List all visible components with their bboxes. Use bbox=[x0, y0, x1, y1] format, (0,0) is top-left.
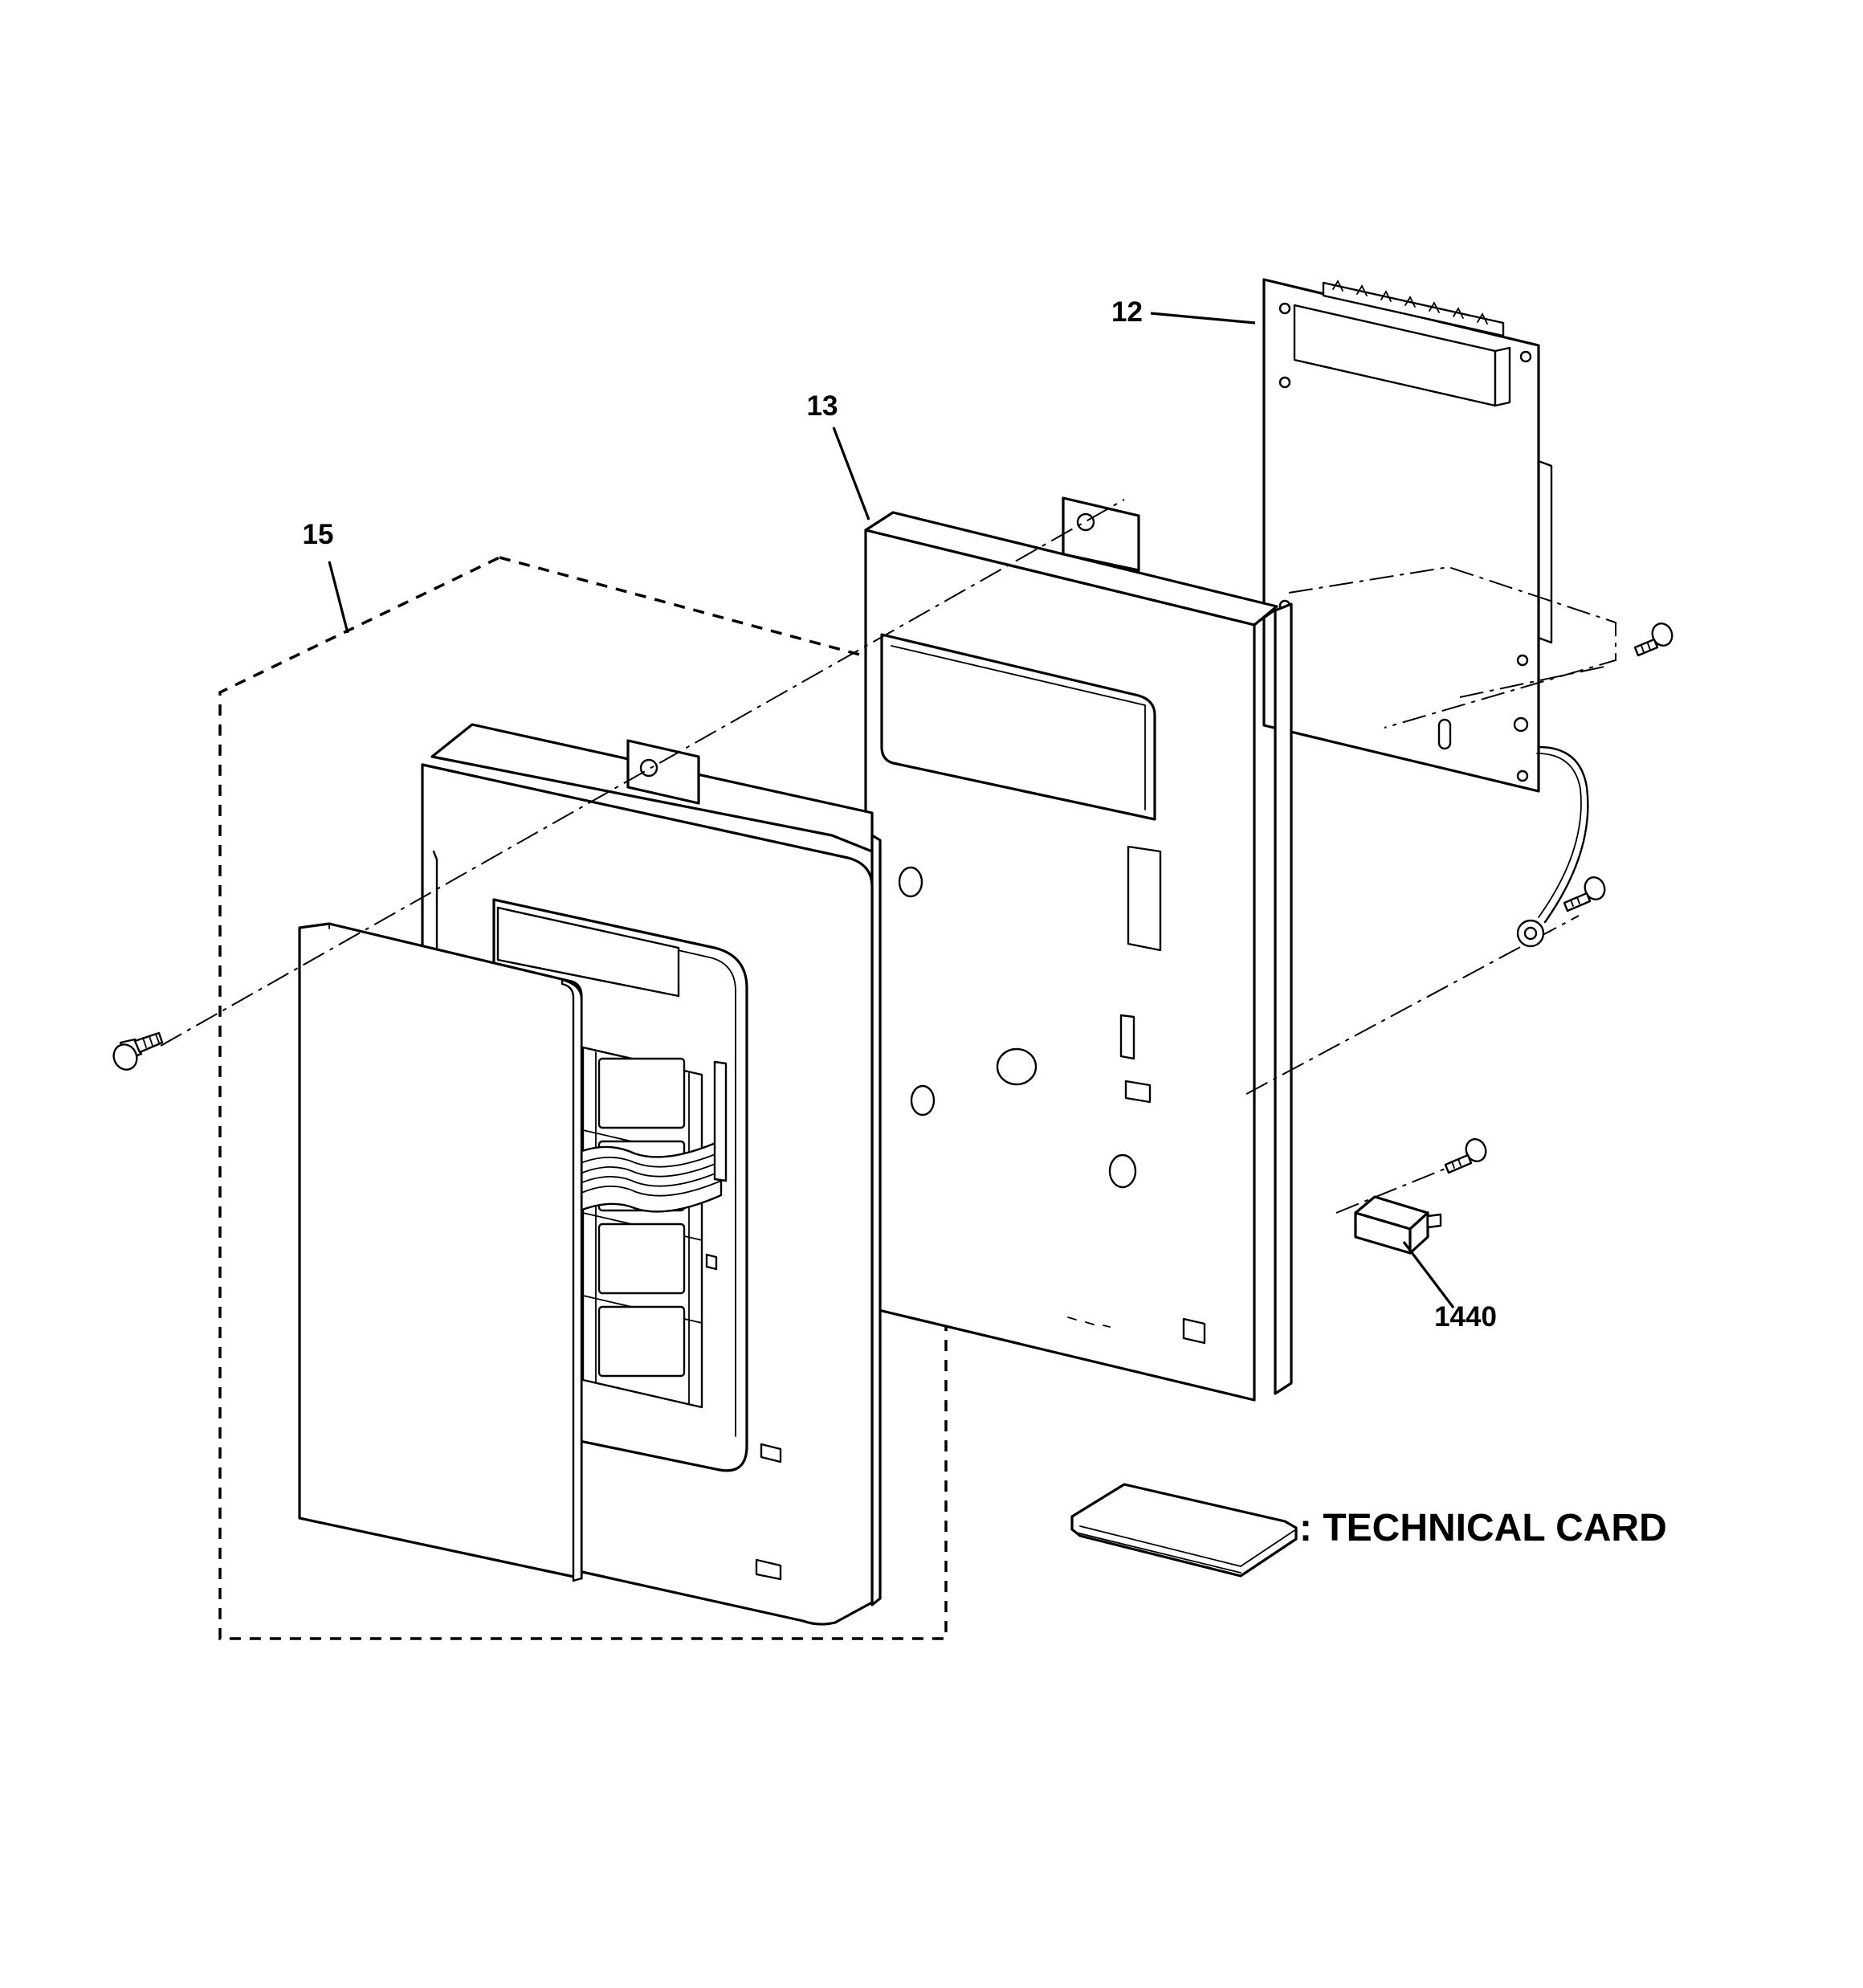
callout-13: 13 bbox=[807, 390, 838, 422]
callout-12: 12 bbox=[1111, 296, 1143, 328]
screw-left bbox=[112, 1031, 164, 1071]
leader-1440 bbox=[1402, 1241, 1455, 1308]
leader-13 bbox=[832, 427, 870, 520]
ground-wire bbox=[1516, 745, 1589, 948]
screw-ground bbox=[1563, 876, 1606, 912]
part-1440-component bbox=[1354, 1195, 1442, 1255]
screw-part-1440 bbox=[1444, 1138, 1487, 1174]
part-12-circuit-board bbox=[1262, 278, 1553, 793]
alignment-lines bbox=[160, 499, 1616, 1214]
callout-15: 15 bbox=[303, 519, 334, 550]
leader-12 bbox=[1150, 312, 1256, 325]
screw-board-upper bbox=[1633, 623, 1673, 657]
legend-technical-card-label: : TECHNICAL CARD bbox=[1299, 1507, 1667, 1549]
part-15-control-panel-assembly bbox=[298, 723, 882, 1626]
leader-15 bbox=[328, 561, 349, 634]
callout-1440: 1440 bbox=[1434, 1301, 1497, 1333]
technical-card-icon bbox=[1070, 1483, 1298, 1578]
part-13-control-plate bbox=[864, 496, 1293, 1402]
